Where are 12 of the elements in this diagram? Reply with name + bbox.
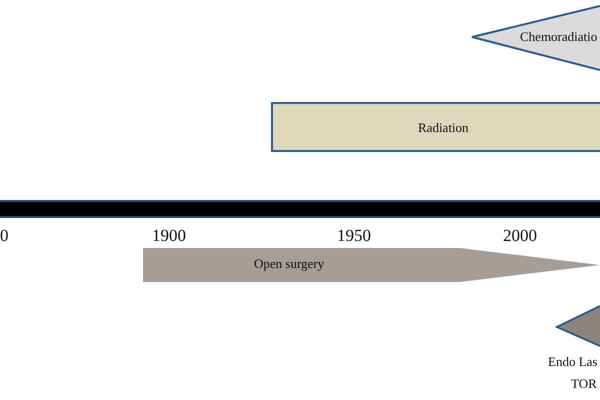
treatment-label: Chemoradiatio [520, 29, 598, 45]
treatment-wedge [472, 6, 600, 70]
year-label: 1900 [152, 227, 186, 245]
treatment-arrow [143, 248, 600, 282]
year-label: 0 [0, 227, 8, 245]
year-label: 1950 [337, 227, 371, 245]
treatment-label: Radiation [418, 120, 469, 136]
treatment-label: Open surgery [254, 256, 324, 272]
treatment-caption: TOR [571, 376, 597, 392]
year-label: 2000 [503, 227, 537, 245]
treatment-bar [271, 102, 600, 152]
treatment-caption: Endo Las [548, 354, 598, 370]
